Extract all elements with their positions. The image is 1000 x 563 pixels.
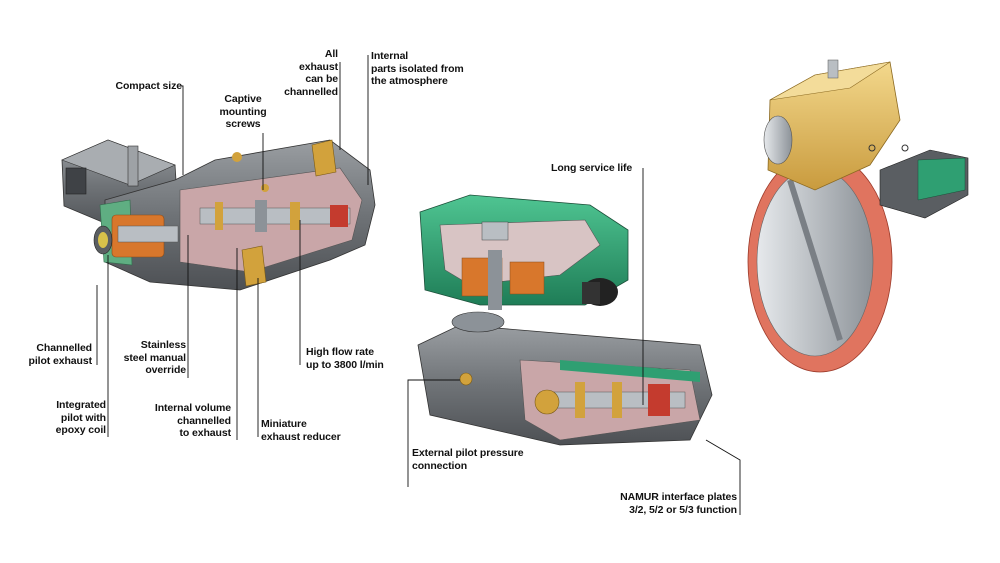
label-internal-volume: Internal volume channelled to exhaust bbox=[154, 402, 231, 439]
label-compact-size: Compact size bbox=[115, 80, 183, 92]
label-external-pilot: External pilot pressure connection bbox=[412, 447, 524, 472]
label-integrated-pilot: Integrated pilot with epoxy coil bbox=[55, 399, 106, 436]
namur-valve-cutaway-icon bbox=[417, 194, 713, 446]
solenoid-valve-cutaway-icon bbox=[61, 139, 376, 291]
leader-lines bbox=[96, 55, 741, 515]
label-high-flow: High flow rate up to 3800 l/min bbox=[306, 346, 384, 371]
label-stainless-override: Stainless steel manual override bbox=[123, 339, 187, 376]
label-channelled-pilot: Channelled pilot exhaust bbox=[28, 342, 93, 367]
label-miniature-reducer: Miniature exhaust reducer bbox=[261, 418, 341, 443]
label-internal-parts: Internal parts isolated from the atmosph… bbox=[371, 50, 464, 87]
butterfly-valve-actuator-icon bbox=[747, 59, 969, 373]
label-long-service: Long service life bbox=[551, 162, 633, 174]
label-all-exhaust: All exhaust can be channelled bbox=[284, 48, 338, 98]
label-captive-screws: Captive mounting screws bbox=[219, 93, 267, 130]
label-namur-plates: NAMUR interface plates 3/2, 5/2 or 5/3 f… bbox=[620, 491, 737, 516]
